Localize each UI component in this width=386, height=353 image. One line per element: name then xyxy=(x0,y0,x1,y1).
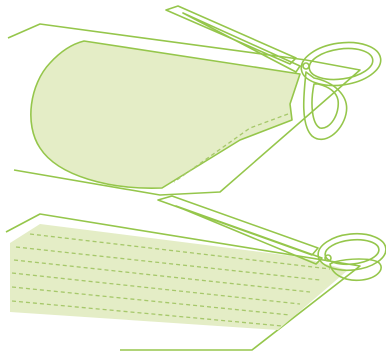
top-scissors-pivot xyxy=(303,63,309,69)
top-illustration xyxy=(8,6,384,195)
bottom-illustration xyxy=(6,196,386,350)
top-scissors-handle-upper-inner xyxy=(307,45,375,84)
top-scissors-handle-lower-inner xyxy=(312,84,338,128)
curved-pattern-piece xyxy=(31,41,300,188)
top-scissors-handle-upper-outer xyxy=(298,38,383,91)
top-scissors-handle-lower xyxy=(304,72,347,139)
